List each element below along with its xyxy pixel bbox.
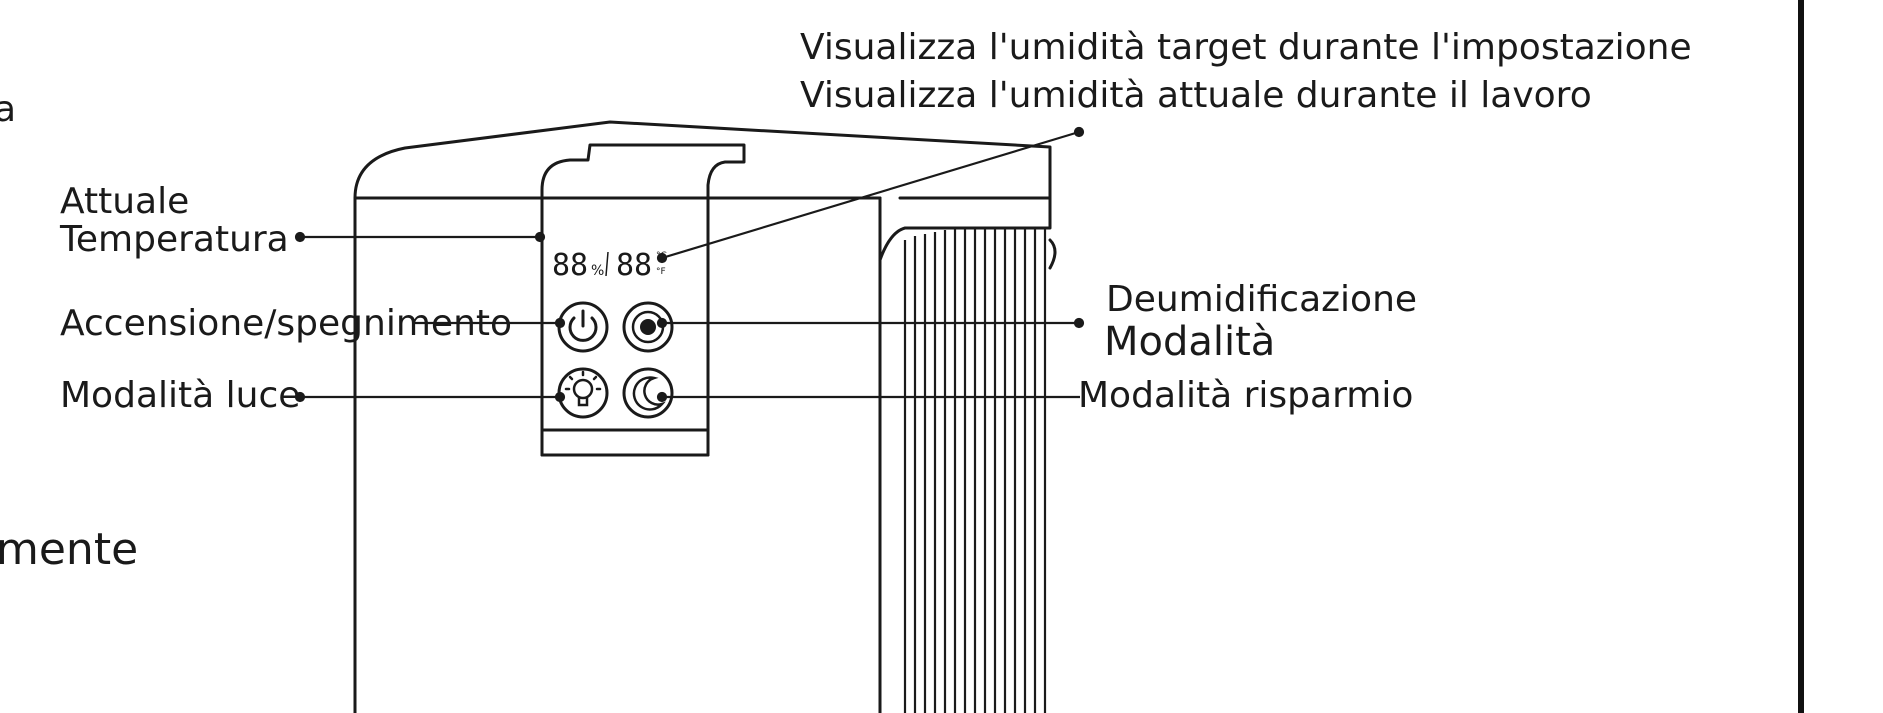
control-panel [540, 143, 746, 432]
side-knob [1048, 238, 1057, 270]
label-dehumidify-line1: Deumidificazione [1106, 279, 1418, 320]
cut-label-bottom: mente [0, 524, 139, 575]
label-dehumidify-line2: Modalità [1104, 319, 1276, 365]
label-temperature-line1: Attuale [60, 181, 190, 222]
label-current-humidity: Visualizza l'umidità attuale durante il … [800, 75, 1592, 116]
light-bulb-icon [564, 370, 602, 407]
side-ribs [903, 228, 1047, 713]
device-top-slab [353, 120, 1052, 200]
temperature-digits: 88 [616, 248, 652, 283]
dehumidify-button [622, 301, 674, 353]
humidity-unit: % [591, 263, 604, 279]
label-target-humidity: Visualizza l'umidità target durante l'im… [800, 27, 1692, 68]
label-power: Accensione/spegnimento [60, 303, 513, 344]
temp-unit-f: °F [656, 267, 666, 277]
saving-button [622, 367, 674, 419]
power-icon [568, 309, 598, 342]
right-edge-bar [1798, 0, 1804, 713]
moon-icon [632, 376, 666, 411]
leader-humidity [661, 130, 1080, 260]
label-light-mode: Modalità luce [60, 375, 301, 416]
humidity-digits: 88 [552, 248, 588, 283]
fan-icon [631, 310, 665, 344]
cut-label-top: a [0, 89, 17, 130]
label-temperature-line2: Temperatura [60, 219, 289, 260]
label-saving-mode: Modalità risparmio [1078, 375, 1414, 416]
